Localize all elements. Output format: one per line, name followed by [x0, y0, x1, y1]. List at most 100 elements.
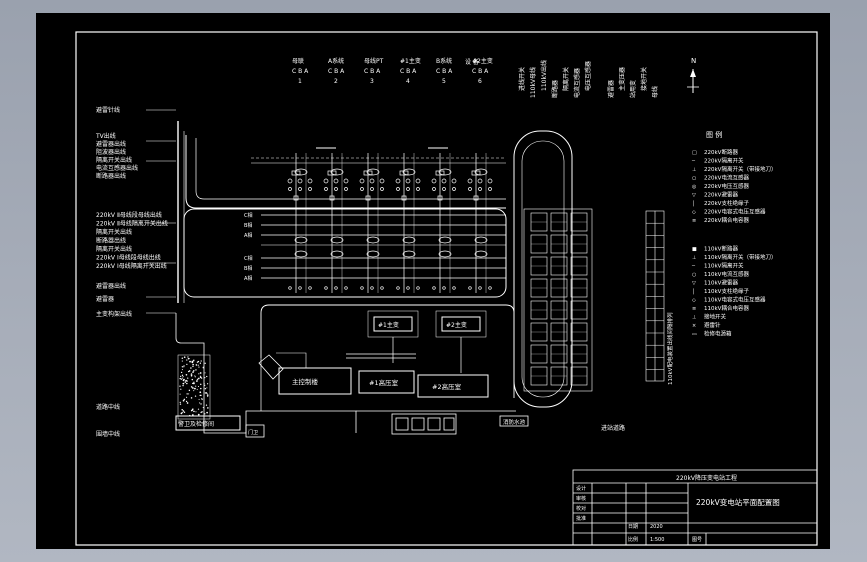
left-label: 220kV Ⅱ母线段母线出线 [96, 211, 162, 219]
legend-symbol: ◇ [692, 298, 696, 304]
tb-row-label: 审核 [576, 495, 586, 502]
bay-header-label: 母线PT [364, 57, 384, 65]
left-label: 断路器出线 [96, 172, 126, 180]
bay-header-phases: C B A [400, 68, 417, 75]
small-box-label: 门卫 [248, 429, 258, 436]
legend-item: 避雷针 [704, 321, 721, 329]
legend-symbol: ─ [691, 264, 696, 270]
bus-phase-label: B相 [244, 265, 252, 272]
bay-header-label: 母联 [292, 57, 304, 65]
left-label: 隔离开关出线 [96, 228, 132, 236]
bay-header-phases: C B A [436, 68, 453, 75]
transformer-2 [441, 316, 481, 332]
lower-road [260, 304, 515, 398]
legend-symbol: ─ [691, 159, 696, 165]
control-room [278, 367, 352, 395]
vertical-header: 隔离开关 [562, 67, 570, 91]
legend-item: 110kV隔离开关（带接地刀） [704, 253, 776, 261]
legend-item: 220kV耦合电容器 [704, 216, 749, 224]
transformer-1 [373, 316, 413, 332]
small-box [245, 424, 265, 438]
bus-phase-label: A相 [244, 232, 252, 239]
left-label: 避雷器 [96, 295, 114, 303]
bay-header-number: 1 [298, 78, 302, 85]
vertical-header: 避雷器 [607, 80, 615, 98]
bus-phase-label: A相 [244, 275, 252, 282]
legend-symbol: ◇ [692, 210, 696, 216]
bay-header-phases: C B A [364, 68, 381, 75]
hv-room-2 [417, 374, 489, 398]
hv-room-2-label: #2高压室 [432, 382, 462, 391]
bay-table-side-text: 110kV配电装置出线间隔排列 [666, 312, 674, 385]
legend-item: 220kV电容式电压互感器 [704, 208, 766, 216]
tb-row-label: 校对 [576, 505, 586, 512]
bay-extra-label: 设 备 [465, 58, 479, 66]
bays-110kv [523, 208, 593, 392]
left-label: 隔离开关出线 [96, 156, 132, 164]
vertical-header: 电压互感器 [584, 61, 592, 91]
leader-lines [146, 109, 176, 314]
bus-phase-label: C相 [244, 255, 253, 262]
left-label: 220kV Ⅱ母线隔离开关出线 [96, 220, 168, 228]
bay-header-number: 2 [334, 78, 338, 85]
legend-item: 220kV隔离开关 [704, 157, 744, 165]
title-block [572, 469, 818, 546]
road-label: 进站道路 [601, 424, 625, 432]
left-label: 避雷针线 [96, 106, 120, 114]
bay-header-phases: C B A [292, 68, 309, 75]
bay-header-label: #2主变 [472, 57, 493, 65]
control-room-label: 主控制楼 [292, 377, 319, 386]
legend-item: 110kV电容式电压互感器 [704, 296, 766, 304]
bay-header-label: A系统 [328, 57, 344, 65]
vertical-header: 断路器 [551, 80, 559, 98]
left-label: 220kV Ⅰ母线段母线出线 [96, 254, 161, 262]
tb-row-label: 批准 [576, 515, 586, 522]
legend-item: 接地开关 [704, 313, 727, 321]
legend-item: 110kV隔离开关 [704, 262, 744, 270]
legend-symbol: ⊥ [692, 167, 696, 173]
yard-220kv [183, 208, 507, 298]
bay-header-number: 5 [442, 78, 446, 85]
bay-table [645, 210, 665, 382]
legend-symbol: ○ [692, 176, 696, 182]
left-label: TV出线 [95, 132, 116, 140]
left-label: 避雷器出线 [96, 140, 126, 148]
tb-scale-value: 1:500 [650, 537, 664, 543]
north-label: N [691, 57, 696, 65]
left-label: 阻波器出线 [96, 148, 126, 156]
vertical-header: 站用变 [629, 80, 637, 98]
vertical-header: 母线 [651, 86, 659, 98]
legend-symbol: ■ [692, 247, 697, 253]
legend-item: 110kV避雷器 [704, 279, 738, 287]
legend-symbol: ≡ [692, 218, 696, 224]
legend-symbol: ⊥ [692, 255, 696, 261]
legend-symbol: × [692, 323, 696, 329]
hv-room-1 [358, 370, 415, 394]
drawing-title: 220kV变电站平面配置图 [696, 497, 780, 507]
project-name: 220kV降压变电站工程 [676, 474, 737, 482]
legend-symbol: ≡ [692, 306, 696, 312]
legend-item: 220kV隔离开关（带接地刀） [704, 165, 776, 173]
tb-drawing-no-label: 图号 [692, 537, 702, 543]
left-label: 主变构架出线 [96, 310, 132, 318]
legend-item: 检修电源箱 [704, 330, 732, 338]
bay-header-phases: C B A [328, 68, 345, 75]
left-label: 围墙中线 [96, 430, 120, 438]
legend-symbol: ⊥ [692, 315, 696, 321]
guard-room [175, 415, 241, 431]
legend-item: 110kV断路器 [704, 245, 738, 253]
left-label: 道路中线 [96, 403, 120, 411]
legend-item: 220kV断路器 [704, 148, 738, 156]
bay-header-phases: C B A [472, 68, 489, 75]
legend-item: 220kV电压互感器 [704, 182, 749, 190]
tb-date-value: 2020 [650, 524, 663, 530]
legend-item: 110kV支柱绝缘子 [704, 287, 749, 295]
vertical-header: 110kV母线 [529, 67, 537, 98]
legend-symbol: │ [692, 200, 695, 207]
